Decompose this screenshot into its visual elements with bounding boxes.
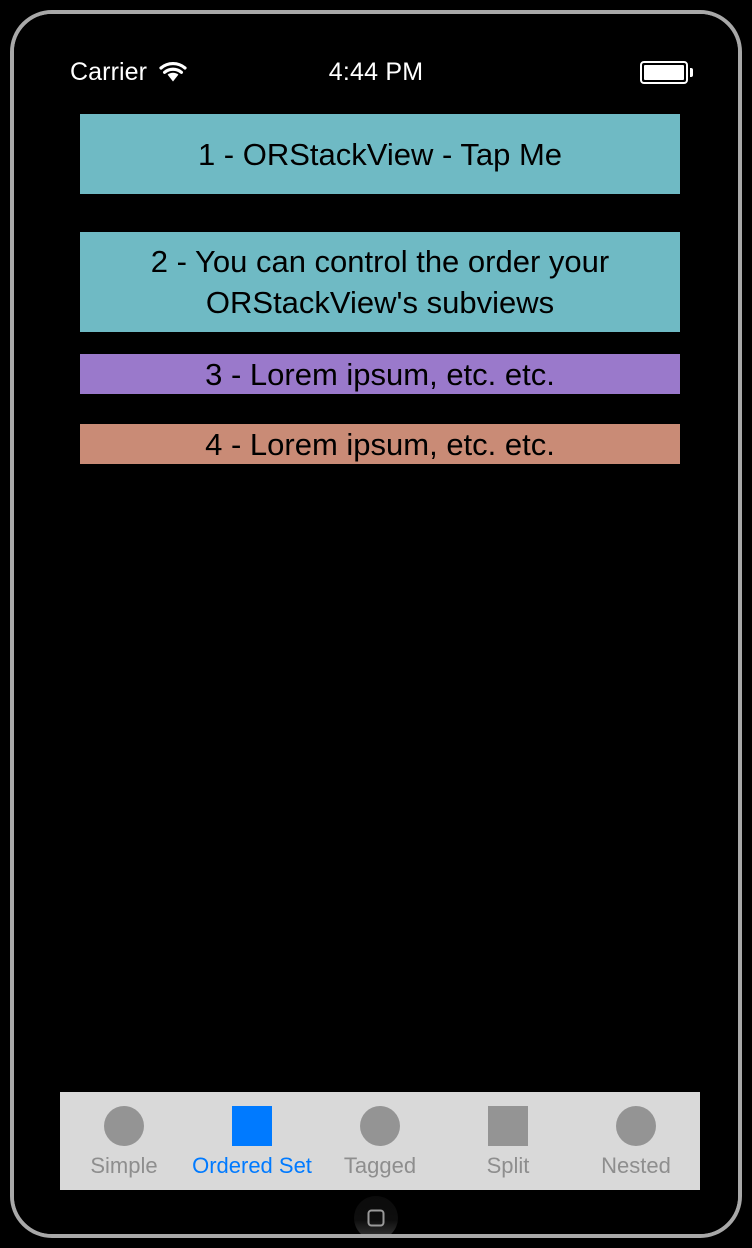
circle-icon [360, 1106, 400, 1146]
screen: Carrier 4:44 PM 1 - ORStackView - Tap Me… [14, 14, 738, 1234]
tab-label: Tagged [343, 1153, 417, 1178]
tab-label: Ordered Set [192, 1153, 312, 1178]
tab-item-split[interactable]: Split [444, 1092, 572, 1190]
tab-label: Nested [601, 1153, 671, 1178]
tab-label: Simple [90, 1153, 158, 1178]
tab-item-ordered-set[interactable]: Ordered Set [188, 1092, 316, 1190]
stack-row[interactable]: 3 - Lorem ipsum, etc. etc. [80, 354, 680, 394]
tab-item-simple[interactable]: Simple [60, 1092, 188, 1190]
carrier-label: Carrier [70, 57, 148, 86]
battery-fill [644, 64, 684, 80]
status-bar-right [640, 50, 693, 94]
status-bar-left: Carrier [70, 50, 188, 94]
device-frame: Carrier 4:44 PM 1 - ORStackView - Tap Me… [10, 10, 742, 1238]
tab-label: Split [486, 1153, 530, 1178]
battery-cap-icon [690, 67, 693, 77]
stack-row[interactable]: 1 - ORStackView - Tap Me [80, 114, 680, 194]
stack-row[interactable]: 2 - You can control the order your ORSta… [80, 232, 680, 332]
circle-icon [104, 1106, 144, 1146]
square-icon [232, 1106, 272, 1146]
tab-bar: Simple Ordered Set Tagged Split Nested [60, 1092, 700, 1190]
status-bar: Carrier 4:44 PM [14, 50, 738, 94]
circle-icon [616, 1106, 656, 1146]
status-bar-time: 4:44 PM [328, 57, 424, 86]
rounded-square-icon [367, 1209, 385, 1227]
tab-item-nested[interactable]: Nested [572, 1092, 700, 1190]
or-stack-view: 1 - ORStackView - Tap Me 2 - You can cont… [80, 114, 680, 464]
battery-icon [640, 60, 688, 84]
square-icon [488, 1106, 528, 1146]
tab-item-tagged[interactable]: Tagged [316, 1092, 444, 1190]
wifi-icon [159, 61, 187, 82]
home-button[interactable] [354, 1196, 398, 1234]
stack-row[interactable]: 4 - Lorem ipsum, etc. etc. [80, 424, 680, 464]
